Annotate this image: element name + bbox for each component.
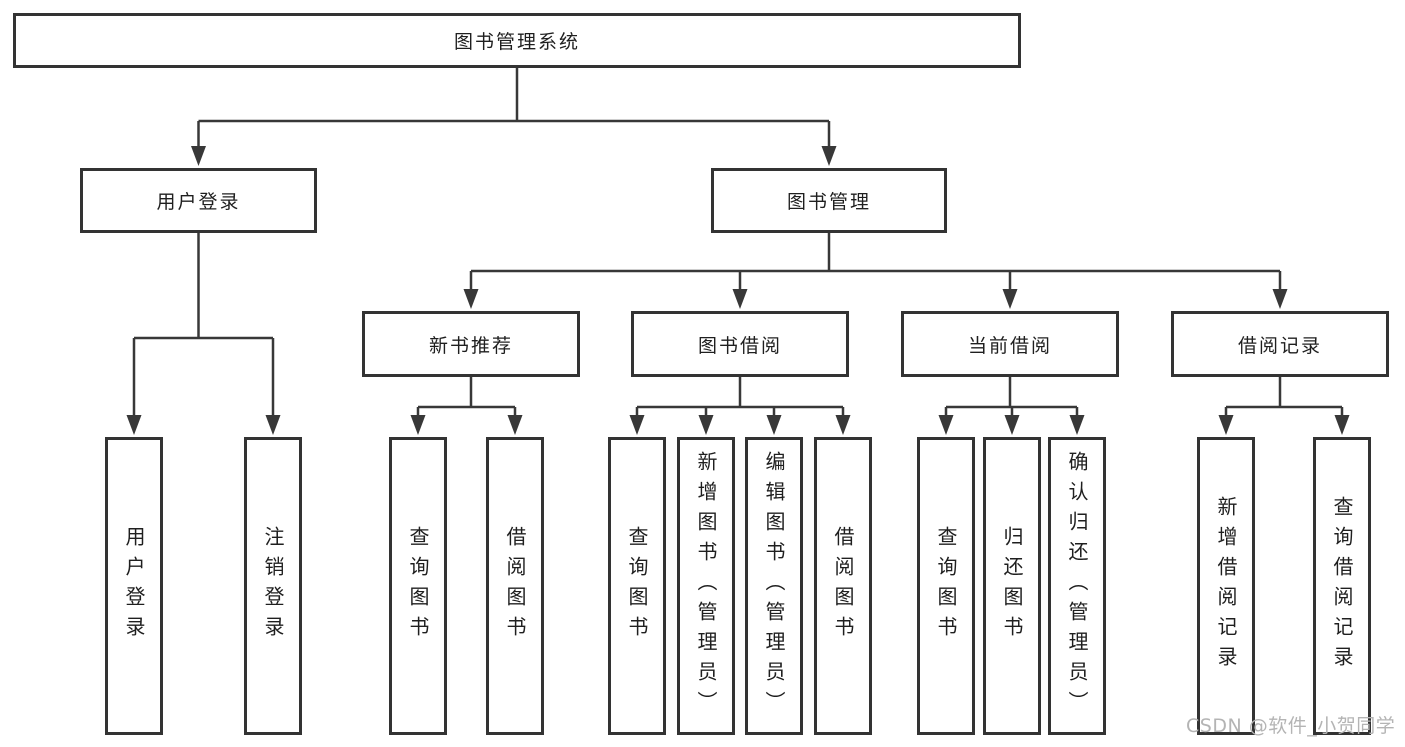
arrowhead-icon — [126, 415, 142, 435]
arrowhead-icon — [1069, 415, 1085, 435]
arrowhead-icon — [410, 415, 426, 435]
node-library-management-system: 图书管理系统 — [13, 13, 1021, 68]
node-leaf-add-books-admin: 新增图书（管理员） — [677, 437, 735, 735]
arrowhead-icon — [1004, 415, 1020, 435]
arrowhead-icon — [698, 415, 714, 435]
node-leaf-query-borrow-record: 查询借阅记录 — [1313, 437, 1371, 735]
arrowhead-icon — [265, 415, 281, 435]
node-borrowing-records: 借阅记录 — [1171, 311, 1389, 377]
watermark-text: CSDN @软件_小贺同学 — [1186, 715, 1396, 737]
node-leaf-query-books-3: 查询图书 — [917, 437, 975, 735]
arrowhead-icon — [463, 289, 479, 309]
node-leaf-logout: 注销登录 — [244, 437, 302, 735]
node-book-borrowing: 图书借阅 — [631, 311, 849, 377]
node-new-book-recommend: 新书推荐 — [362, 311, 580, 377]
arrowhead-icon — [766, 415, 782, 435]
node-book-management: 图书管理 — [711, 168, 947, 233]
arrowhead-icon — [1334, 415, 1350, 435]
arrowhead-icon — [835, 415, 851, 435]
arrowhead-icon — [629, 415, 645, 435]
arrowhead-icon — [191, 146, 206, 166]
node-leaf-add-borrow-record: 新增借阅记录 — [1197, 437, 1255, 735]
node-leaf-query-books-2: 查询图书 — [608, 437, 666, 735]
node-leaf-confirm-return-admin: 确认归还（管理员） — [1048, 437, 1106, 735]
node-current-borrowing: 当前借阅 — [901, 311, 1119, 377]
node-user-login: 用户登录 — [80, 168, 317, 233]
arrowhead-icon — [507, 415, 523, 435]
arrowhead-icon — [821, 146, 837, 166]
arrowhead-icon — [1002, 289, 1018, 309]
arrowhead-icon — [732, 289, 748, 309]
node-leaf-return-books: 归还图书 — [983, 437, 1041, 735]
node-leaf-edit-books-admin: 编辑图书（管理员） — [745, 437, 803, 735]
arrowhead-icon — [1272, 289, 1288, 309]
node-leaf-borrow-books-2: 借阅图书 — [814, 437, 872, 735]
node-leaf-borrow-books-1: 借阅图书 — [486, 437, 544, 735]
node-leaf-user-login: 用户登录 — [105, 437, 163, 735]
arrowhead-icon — [1218, 415, 1234, 435]
node-leaf-query-books-1: 查询图书 — [389, 437, 447, 735]
connector-path — [132, 68, 1344, 417]
arrowhead-icon — [938, 415, 954, 435]
